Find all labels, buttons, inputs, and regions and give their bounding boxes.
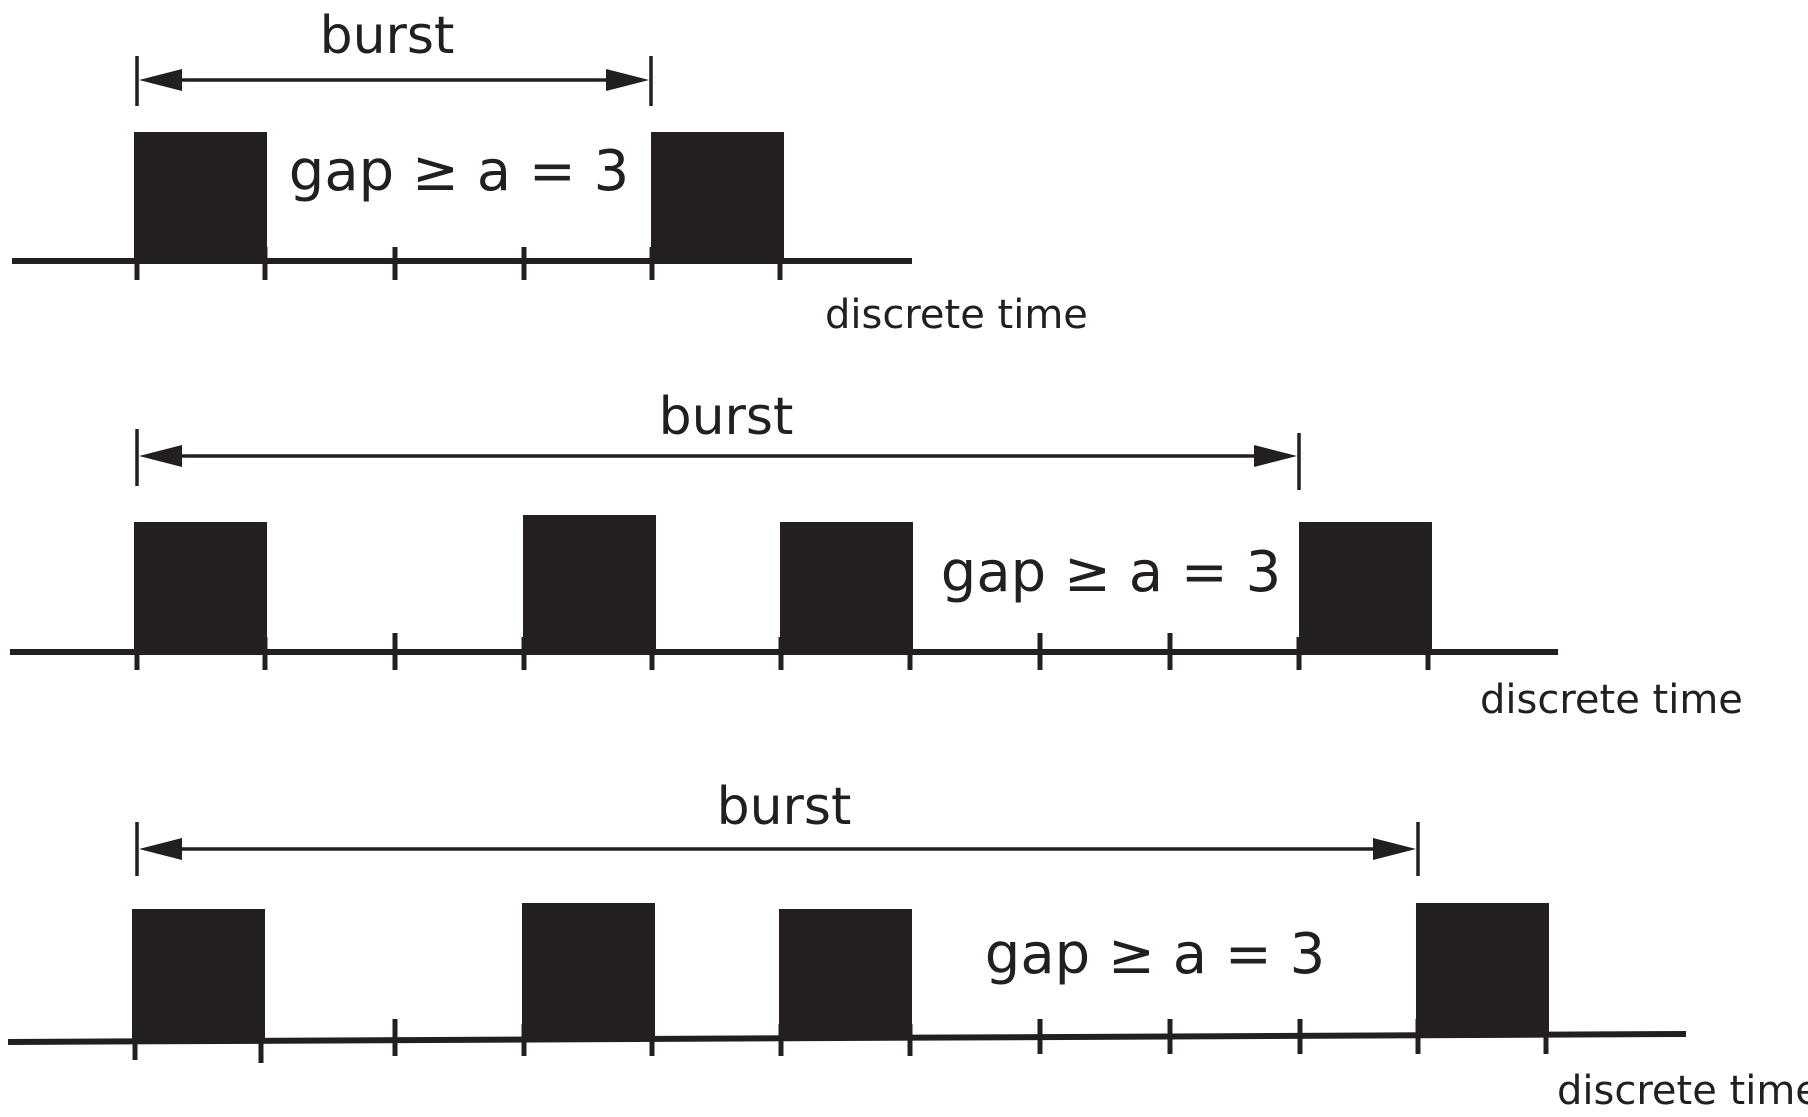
gap-label: gap ≥ a = 3 xyxy=(941,540,1281,605)
active-slot-pulse xyxy=(1299,522,1432,653)
arrowhead-left xyxy=(139,445,182,467)
arrowhead-right xyxy=(1254,445,1297,467)
active-slot-pulse xyxy=(1416,903,1549,1037)
axis-label: discrete time xyxy=(825,292,1088,338)
timeline-row-2: burst gap ≥ a = 3 discrete time xyxy=(10,387,1743,723)
burst-label: burst xyxy=(320,6,455,66)
active-slot-pulse xyxy=(132,909,265,1042)
active-slot-pulse xyxy=(134,132,267,263)
axis-label: discrete time xyxy=(1557,1068,1808,1114)
active-slot-pulse xyxy=(779,909,912,1039)
arrowhead-right xyxy=(606,69,649,91)
burst-label: burst xyxy=(717,777,852,837)
arrowhead-right xyxy=(1373,838,1416,860)
active-slot-pulse xyxy=(134,522,267,653)
gap-label: gap ≥ a = 3 xyxy=(985,922,1325,987)
arrowhead-left xyxy=(139,838,182,860)
active-slot-pulse xyxy=(651,132,784,263)
burst-label: burst xyxy=(659,387,794,447)
active-slot-pulse xyxy=(780,522,913,653)
active-slot-pulse xyxy=(523,515,656,653)
timeline-row-1: burst gap ≥ a = 3 discrete time xyxy=(12,6,1088,338)
timeline-row-3: burst gap ≥ a = 3 discrete time xyxy=(7,777,1808,1114)
gap-label: gap ≥ a = 3 xyxy=(289,139,629,204)
arrowhead-left xyxy=(139,69,182,91)
active-slot-pulse xyxy=(522,903,655,1040)
axis-label: discrete time xyxy=(1480,677,1743,723)
